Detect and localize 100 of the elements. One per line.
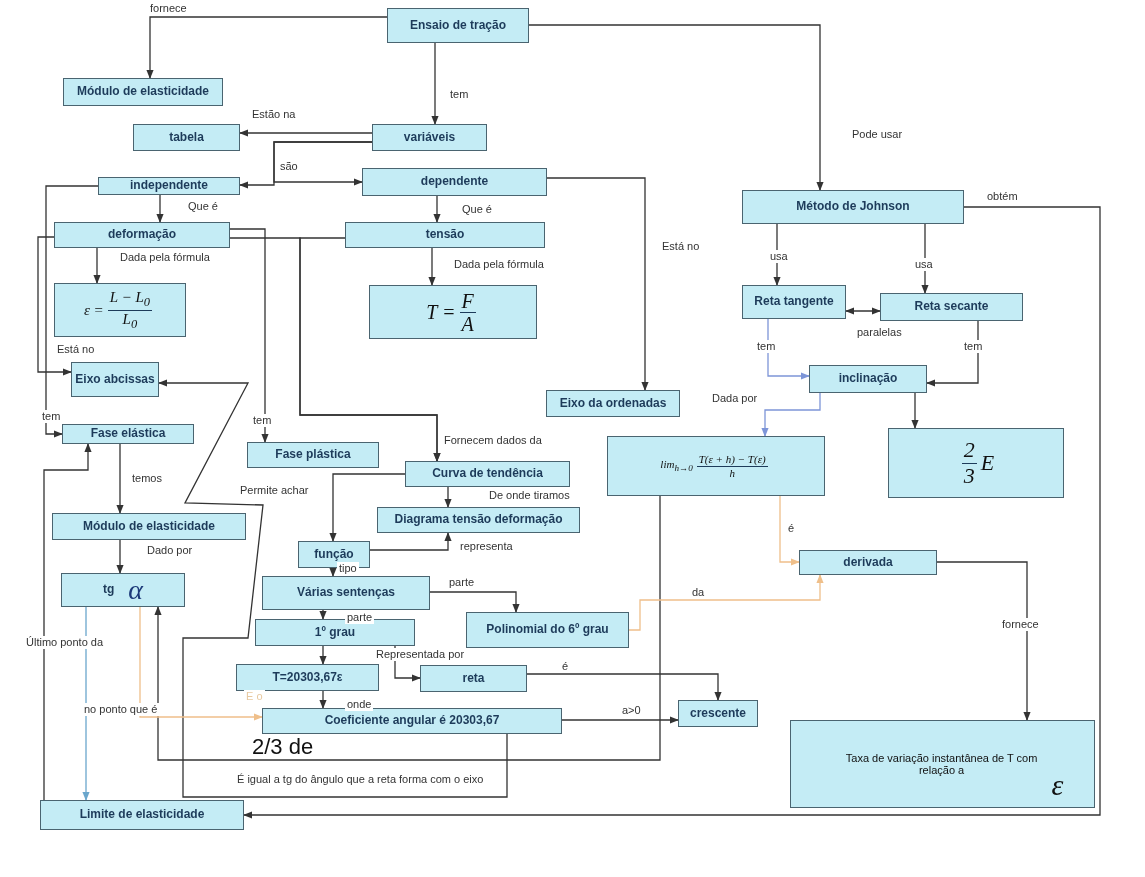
edge-label: Fornecem dados da	[442, 434, 544, 447]
edge-label: tem	[448, 88, 471, 101]
connector-arrow	[146, 16, 388, 79]
concept-label: Coeficiente angular é 20303,67	[324, 714, 500, 728]
concept-label: Fase plástica	[275, 448, 351, 462]
concept-box	[40, 800, 244, 830]
edge-label: onde	[345, 698, 374, 711]
connector-arrow	[628, 574, 824, 631]
fraction-denominator: L$_{0}$	[122, 310, 138, 332]
edge-label: parte	[447, 576, 477, 589]
connector-arrow	[43, 443, 92, 801]
edge-label: tem	[251, 414, 274, 427]
concept-label: independente	[130, 179, 208, 193]
connector-arrow	[154, 495, 661, 761]
concept-box	[362, 168, 547, 196]
concept-box	[98, 177, 240, 195]
formula-box	[888, 428, 1064, 498]
concept-box	[345, 222, 545, 248]
connector-arrow	[761, 392, 821, 437]
concept-box	[420, 665, 527, 692]
concept-label: Várias sentenças	[296, 586, 396, 600]
concept-box	[466, 612, 629, 648]
connector-arrow	[37, 236, 72, 376]
connector-arrow	[243, 206, 1101, 819]
concept-box	[52, 513, 246, 540]
connector-arrow	[273, 141, 373, 186]
concept-label: variáveis	[403, 130, 456, 145]
edge-label: temos	[130, 472, 164, 485]
connector-arrow	[82, 606, 90, 801]
concept-label: Ensaio de tração	[409, 18, 506, 33]
concept-label: Polinomial do 6º grau	[486, 623, 609, 637]
edge-label: no ponto que é	[82, 703, 160, 716]
connector-arrow	[229, 228, 269, 443]
concept-box	[880, 293, 1023, 321]
connector-arrow	[319, 690, 327, 709]
connector-arrow	[428, 247, 436, 286]
formula-box	[61, 573, 185, 607]
concept-box	[247, 442, 379, 468]
concept-label: deformação	[108, 228, 176, 242]
connector-arrow	[319, 609, 327, 620]
connector-arrow	[444, 486, 452, 508]
formula-box	[54, 283, 186, 337]
edge-label: Representada por	[374, 648, 467, 661]
formula-text: E	[980, 450, 995, 476]
math-symbol: α	[128, 574, 143, 606]
concept-label: função	[314, 547, 354, 562]
formula-text: T =	[426, 301, 456, 323]
concept-label: Limite de elasticidade	[79, 808, 205, 822]
concept-box	[742, 190, 964, 224]
concept-box	[546, 390, 680, 417]
note-text: Permite achar	[238, 484, 311, 497]
edge-label: paralelas	[855, 326, 904, 339]
edge-label: Pode usar	[850, 128, 905, 141]
edge-label: é	[560, 660, 571, 673]
connector-arrow	[433, 195, 441, 223]
concept-label: T=20303,67ε	[272, 670, 343, 685]
connector-arrow	[156, 194, 164, 223]
connector-arrow	[239, 129, 373, 137]
math-symbol: ε	[1051, 768, 1064, 801]
connector-arrow	[921, 223, 929, 294]
formula-text: lim$_{h→0}$	[660, 458, 693, 474]
connector-arrow	[767, 318, 810, 380]
connector-arrow	[139, 606, 263, 721]
concept-box	[809, 365, 927, 393]
concept-box	[742, 285, 846, 319]
connector-arrow	[926, 320, 979, 387]
concept-label: Curva de tendência	[432, 467, 543, 481]
connector-arrow	[431, 42, 439, 125]
concept-label: Fase elástica	[90, 427, 166, 441]
concept-label: derivada	[843, 555, 893, 570]
concept-label: Diagrama tensão deformação	[394, 513, 563, 527]
concept-label: Módulo de elasticidade	[77, 85, 209, 99]
formula-box	[790, 720, 1095, 808]
concept-box	[799, 550, 937, 575]
fraction-numerator: F	[459, 289, 476, 313]
concept-box	[377, 507, 580, 533]
connector-arrow	[319, 645, 327, 665]
edge-label: parte	[345, 611, 375, 624]
connector-arrow	[526, 673, 722, 701]
concept-box	[133, 124, 240, 151]
concept-label: Módulo de elasticidade	[83, 519, 215, 534]
connector-arrow	[911, 392, 919, 429]
concept-box	[372, 124, 487, 151]
concept-box	[387, 8, 529, 43]
formula-box	[607, 436, 825, 496]
concept-label: dependente	[420, 175, 489, 189]
connector-arrow	[845, 307, 881, 315]
edge-label: Último ponto da	[24, 636, 106, 649]
edge-label: Que é	[186, 200, 220, 213]
edge-label: são	[278, 160, 300, 173]
concept-label: reta	[462, 671, 485, 686]
concept-label: Taxa de variação instantânea de T com relação a	[844, 751, 1039, 777]
edge-label: Dada pela fórmula	[118, 251, 212, 264]
connector-arrow	[116, 539, 124, 574]
edge-label: da	[690, 586, 707, 599]
fraction-denominator: h	[729, 466, 735, 479]
concept-box	[236, 664, 379, 691]
connector-arrow	[329, 567, 337, 577]
edge-label: Que é	[460, 203, 494, 216]
concept-box	[262, 576, 430, 610]
